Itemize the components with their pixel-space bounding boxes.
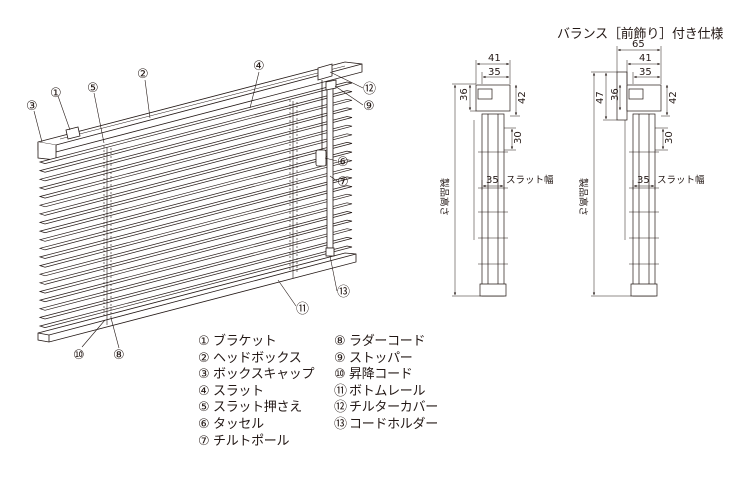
box-cap: [37, 142, 57, 161]
slat: [38, 228, 353, 311]
product-height-label: 製品高さ: [577, 178, 589, 216]
dim-30: 30: [513, 131, 524, 144]
dim-slat-35: 35: [637, 175, 650, 186]
slat: [38, 211, 353, 294]
dim-36: 36: [459, 88, 470, 101]
slat: [38, 98, 353, 182]
slat: [38, 107, 353, 190]
dim-35: 35: [639, 67, 652, 78]
bottom-rail: [37, 252, 357, 343]
section-valance: [591, 46, 670, 297]
callout-9: ⑨: [363, 99, 375, 114]
callout-8: ⑧: [113, 348, 125, 363]
dim-30: 30: [664, 131, 675, 144]
dim-42: 42: [517, 91, 528, 104]
slat: [38, 202, 353, 285]
dim-slat-35: 35: [486, 175, 499, 186]
dim-41: 41: [639, 53, 652, 64]
blind-perspective: [37, 61, 363, 343]
product-height-label: 製品高さ: [438, 178, 450, 216]
slat: [38, 245, 353, 328]
section-valance-labels: 65 41 35 47 36 42 30 35 スラット幅 製品高さ: [577, 39, 705, 216]
callout-12: ⑫: [363, 82, 376, 97]
section-standard: [452, 60, 520, 297]
slat: [38, 124, 353, 208]
slat: [38, 150, 353, 234]
dim-41: 41: [488, 53, 501, 64]
slat: [38, 90, 353, 173]
slat: [38, 167, 353, 251]
cord-holder: [325, 247, 335, 257]
bracket: [65, 126, 81, 140]
stopper: [325, 79, 337, 91]
slat: [38, 116, 353, 199]
callout-6: ⑥: [337, 155, 349, 170]
dim-36: 36: [610, 88, 621, 101]
slat: [38, 237, 353, 320]
callout-11: ⑪: [296, 302, 309, 317]
callout-7: ⑦: [337, 175, 349, 190]
callout-5: ⑤: [87, 81, 99, 96]
slat: [38, 159, 353, 242]
slats: [38, 81, 353, 328]
callout-2: ②: [137, 67, 149, 82]
dim-42: 42: [668, 91, 679, 104]
callout-3: ③: [26, 99, 38, 114]
slat: [38, 176, 353, 259]
dim-47: 47: [595, 91, 606, 104]
callout-1: ①: [50, 86, 62, 101]
callout-4: ④: [253, 59, 265, 74]
callout-10: ⑩: [73, 348, 85, 363]
slat: [38, 185, 353, 268]
slat: [38, 133, 353, 216]
callout-leaders: [33, 71, 364, 349]
slat: [38, 193, 353, 277]
section-standard-labels: 41 35 36 42 30 35 スラット幅 製品高さ: [438, 53, 554, 216]
valance-spec-title: バランス［前飾り］付き仕様: [557, 27, 724, 42]
dim-65: 65: [632, 39, 645, 50]
ladder-cords: [103, 100, 298, 320]
dim-35: 35: [488, 67, 501, 78]
callout-labels: ① ② ③ ④ ⑤ ⑥ ⑦ ⑧ ⑨ ⑩ ⑪ ⑫ ⑬: [26, 59, 376, 363]
tilter-cover: [317, 63, 333, 81]
slat-width-label: スラット幅: [506, 174, 554, 186]
slat-width-label: スラット幅: [657, 174, 705, 186]
slat: [38, 142, 353, 225]
slat: [38, 219, 353, 303]
callout-13: ⑬: [337, 285, 350, 300]
